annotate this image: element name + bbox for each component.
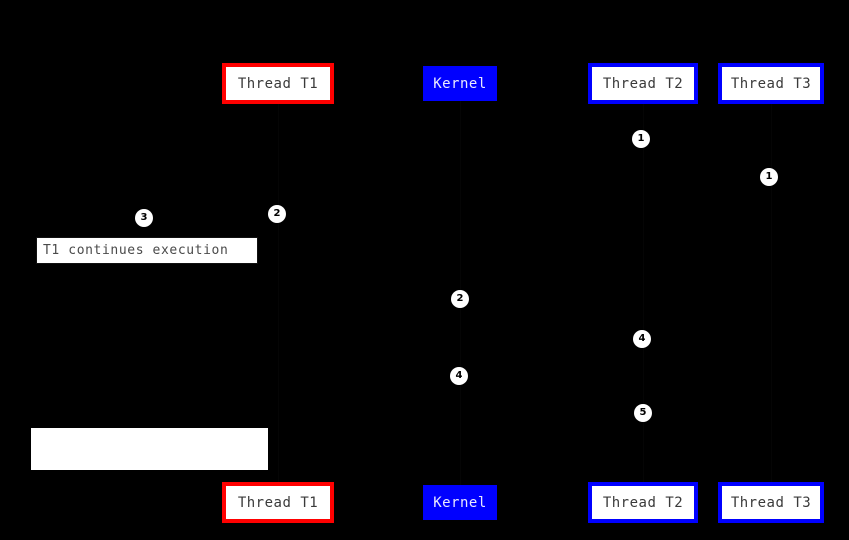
step-badge-4: 4 <box>633 330 651 348</box>
step-badge-5: 5 <box>634 404 652 422</box>
note-box-blank <box>31 428 268 470</box>
participant-thread-t3-bottom[interactable]: Thread T3 <box>718 482 824 523</box>
step-badge-3: 3 <box>135 209 153 227</box>
participant-thread-t1-bottom[interactable]: Thread T1 <box>222 482 334 523</box>
participant-thread-t3-top[interactable]: Thread T3 <box>718 63 824 104</box>
participant-kernel-bottom[interactable]: Kernel <box>423 485 497 520</box>
participant-thread-t2-top[interactable]: Thread T2 <box>588 63 698 104</box>
lifeline-thread-t2 <box>643 104 644 482</box>
participant-thread-t1-top[interactable]: Thread T1 <box>222 63 334 104</box>
step-badge-4: 4 <box>450 367 468 385</box>
lifeline-thread-t3 <box>771 104 772 482</box>
step-badge-2: 2 <box>268 205 286 223</box>
step-badge-2: 2 <box>451 290 469 308</box>
step-badge-1: 1 <box>760 168 778 186</box>
lifeline-thread-t1 <box>278 104 279 482</box>
participant-kernel-top[interactable]: Kernel <box>423 66 497 101</box>
step-badge-1: 1 <box>632 130 650 148</box>
participant-thread-t2-bottom[interactable]: Thread T2 <box>588 482 698 523</box>
note-box-t1-continues-execution: T1 continues execution <box>36 237 258 264</box>
